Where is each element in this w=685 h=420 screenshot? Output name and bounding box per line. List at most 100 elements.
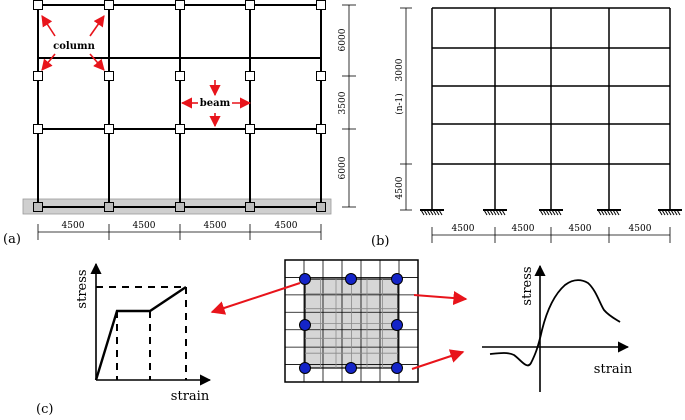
fiber-section — [284, 259, 419, 383]
b-span-3: 4500 — [569, 224, 592, 234]
frame-node — [33, 124, 43, 134]
support-hatch — [606, 209, 611, 216]
frame-node — [245, 0, 255, 10]
a-span-4: 4500 — [275, 221, 298, 231]
support-hatch — [548, 209, 553, 216]
a-span-3: 4500 — [204, 221, 227, 231]
rebar-dot — [345, 362, 357, 374]
support-hatch — [612, 209, 617, 216]
column-label: column — [53, 41, 95, 52]
support-hatch — [486, 209, 491, 216]
support-hatch — [676, 209, 681, 216]
support-hatch — [600, 209, 605, 216]
panel-a-label: (a) — [3, 232, 21, 247]
support-hatch — [498, 209, 503, 216]
a-right-dims — [342, 4, 356, 208]
concrete-curve-plot: stress strain — [482, 264, 633, 392]
panel-b-label: (b) — [371, 234, 389, 249]
frame-node — [33, 0, 43, 10]
support-hatch — [609, 209, 614, 216]
support-hatch — [551, 209, 556, 216]
column-arrows — [41, 15, 105, 71]
b-bottom-dims — [431, 227, 671, 243]
panel-c: (c) stress strain — [36, 259, 633, 417]
frame-node — [316, 202, 326, 212]
a-bottom-dims — [37, 224, 322, 240]
steel-ylabel: stress — [75, 269, 90, 308]
b-span-1: 4500 — [452, 224, 475, 234]
frame-node — [104, 0, 114, 10]
frame-node — [33, 71, 43, 81]
frame-node — [104, 202, 114, 212]
frame-node — [316, 0, 326, 10]
support-hatch — [603, 209, 608, 216]
support-hatch — [495, 209, 500, 216]
support-hatch — [539, 209, 544, 216]
support-hatch — [438, 209, 443, 216]
support-hatch — [489, 209, 494, 216]
support-hatch — [492, 209, 497, 216]
frame-node — [104, 124, 114, 134]
support-hatch — [420, 209, 425, 216]
b-storey-2: 4500 — [395, 176, 405, 199]
b-span-4: 4500 — [629, 224, 652, 234]
panel-c-label: (c) — [36, 402, 53, 417]
support-hatch — [554, 209, 559, 216]
support-hatch — [673, 209, 678, 216]
a-span-2: 4500 — [133, 221, 156, 231]
support-hatch — [667, 209, 672, 216]
concrete-ylabel: stress — [520, 266, 535, 305]
support-hatch — [423, 209, 428, 216]
frame-node — [245, 124, 255, 134]
frame-node — [33, 202, 43, 212]
frame-node — [316, 124, 326, 134]
frame-node — [245, 202, 255, 212]
support-hatch — [426, 209, 431, 216]
beam-label: beam — [200, 98, 231, 109]
a-span-1: 4500 — [62, 221, 85, 231]
support-hatch — [542, 209, 547, 216]
panel-a-frame: column beam 4500 4500 4500 4500 — [3, 0, 356, 247]
b-span-2: 4500 — [512, 224, 535, 234]
rebar-dot — [299, 319, 311, 331]
frame-node — [175, 0, 185, 10]
a-storey-2: 3500 — [338, 91, 348, 114]
support-hatch — [658, 209, 663, 216]
section-arrows — [210, 282, 468, 370]
frame-node — [316, 71, 326, 81]
support-hatch — [664, 209, 669, 216]
support-hatch — [432, 209, 437, 216]
steel-xlabel: strain — [171, 389, 210, 404]
rebar-dot — [299, 273, 311, 285]
rebar-dot — [345, 273, 357, 285]
fixed-supports — [420, 209, 682, 216]
frame-node — [175, 124, 185, 134]
rebar-dot — [391, 319, 403, 331]
b-storey-1: 3000 — [395, 58, 405, 81]
support-hatch — [615, 209, 620, 216]
a-storey-3: 6000 — [338, 156, 348, 179]
b-repeat-label: (n-1) — [394, 93, 405, 115]
rebar-dot — [391, 362, 403, 374]
support-hatch — [670, 209, 675, 216]
support-hatch — [429, 209, 434, 216]
a-storey-1: 6000 — [338, 28, 348, 51]
b-left-dims — [400, 7, 412, 211]
frame-node — [175, 202, 185, 212]
support-hatch — [597, 209, 602, 216]
steel-curve-plot: stress strain — [75, 262, 212, 404]
frame-node — [104, 71, 114, 81]
concrete-xlabel: strain — [594, 362, 633, 377]
support-hatch — [557, 209, 562, 216]
frame-node — [245, 71, 255, 81]
rebar-dot — [391, 273, 403, 285]
support-hatch — [483, 209, 488, 216]
support-hatch — [545, 209, 550, 216]
support-hatch — [501, 209, 506, 216]
support-hatch — [661, 209, 666, 216]
panel-b-frame: (n-1) 3000 4500 4500 4500 4500 4500 (b) — [371, 7, 682, 249]
support-hatch — [435, 209, 440, 216]
beam-arrows — [180, 80, 252, 128]
frame-node — [175, 71, 185, 81]
